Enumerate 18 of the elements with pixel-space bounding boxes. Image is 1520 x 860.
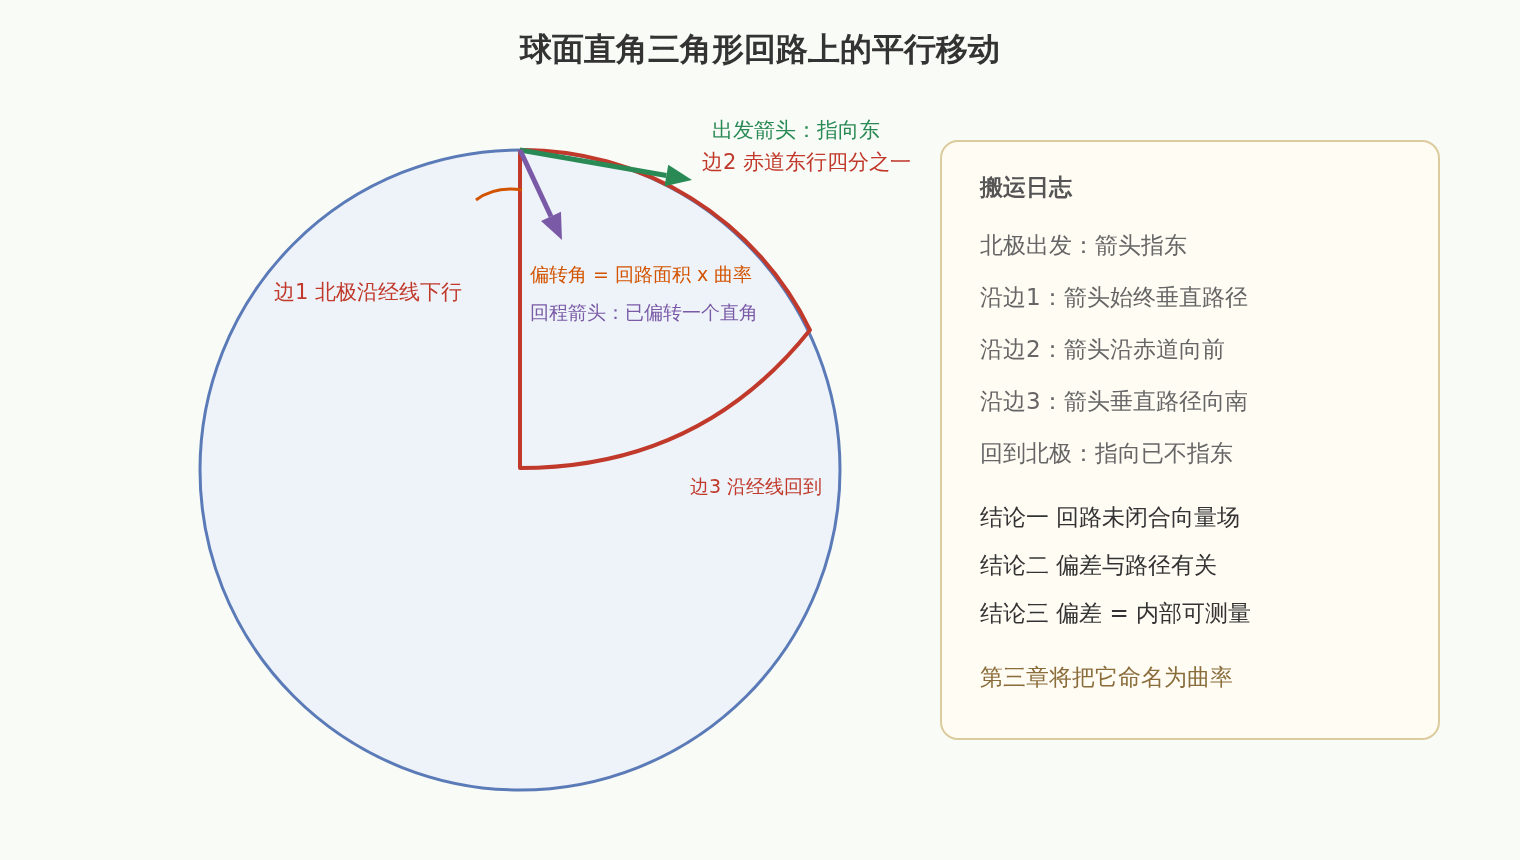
panel-heading: 搬运日志 (980, 173, 1072, 202)
conclusion-text: 结论一 回路未闭合向量场 (980, 503, 1241, 532)
annotation-label: 回程箭头：已偏转一个直角 (530, 300, 758, 324)
log-entry: 沿边3：箭头垂直路径向南 (980, 387, 1248, 416)
log-panel (940, 140, 1440, 740)
annotation-label: 偏转角 = 回路面积 x 曲率 (530, 262, 753, 286)
log-entry: 沿边2：箭头沿赤道向前 (980, 335, 1225, 364)
log-entry: 回到北极：指向已不指东 (980, 439, 1233, 468)
diagram-title: 球面直角三角形回路上的平行移动 (518, 29, 1001, 70)
annotation-label: 出发箭头：指向东 (712, 118, 880, 142)
annotation-label: 边2 赤道东行四分之一 (702, 150, 912, 174)
annotation-label: 边1 北极沿经线下行 (274, 280, 463, 304)
annotation-label: 边3 沿经线回到 (690, 474, 823, 498)
log-entry: 北极出发：箭头指东 (980, 231, 1187, 260)
conclusion-text: 结论三 偏差 = 内部可测量 (980, 599, 1252, 628)
conclusion-text: 结论二 偏差与路径有关 (980, 551, 1218, 580)
log-entry: 沿边1：箭头始终垂直路径 (980, 283, 1248, 312)
footnote-text: 第三章将把它命名为曲率 (980, 663, 1233, 692)
